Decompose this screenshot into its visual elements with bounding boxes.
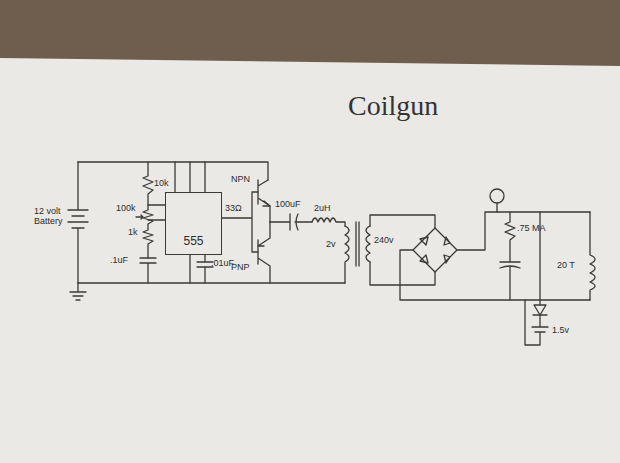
diode-symbol <box>420 237 450 263</box>
wire <box>222 192 258 252</box>
transformer-core <box>356 222 359 266</box>
ground-wire <box>78 282 345 283</box>
paper-sheet <box>0 58 620 463</box>
transformer-primary <box>345 226 349 283</box>
wire <box>175 162 205 192</box>
transistor-arrow <box>258 245 264 246</box>
resistor-symbol <box>143 205 153 258</box>
ground-symbol <box>70 283 86 300</box>
component-label: 2uH <box>314 204 331 214</box>
component-label: 100uF <box>275 200 301 210</box>
component-label: 33Ω <box>225 204 242 214</box>
component-label: 10k <box>154 179 169 189</box>
component-label: 1k <box>128 228 138 238</box>
wire <box>496 203 497 212</box>
battery-symbol <box>68 162 88 283</box>
page-title: Coilgun <box>348 90 438 122</box>
component-label: 2v <box>326 240 336 250</box>
capacitor-symbol <box>197 255 213 283</box>
component-label: PNP <box>231 263 250 273</box>
wire <box>189 255 190 283</box>
transistor-symbol <box>258 222 270 283</box>
capacitor-symbol <box>270 214 312 230</box>
wire <box>148 219 165 220</box>
component-label: .75 MA <box>517 224 546 234</box>
component-label: 1.5v <box>552 326 569 336</box>
component-label: 100k <box>116 204 136 214</box>
ic-chip-box: 555 <box>165 192 222 255</box>
indicator-symbol <box>490 189 504 203</box>
coil-symbol <box>590 212 595 300</box>
component-label: 20 T <box>557 261 575 271</box>
capacitor-symbol <box>140 258 156 283</box>
transistor-arrow <box>263 201 270 206</box>
component-label: 12 volt Battery <box>34 207 68 227</box>
component-label: .01uF <box>211 259 234 269</box>
component-label: 240v <box>374 236 394 246</box>
component-label: .1uF <box>110 256 128 266</box>
inductor-symbol <box>312 218 345 226</box>
transformer-secondary <box>366 226 370 262</box>
component-label: NPN <box>231 175 250 185</box>
transistor-symbol <box>258 180 270 222</box>
potentiometer-wiper <box>136 215 143 219</box>
bridge-rectifier <box>413 228 457 272</box>
chip-label: 555 <box>179 234 207 254</box>
wire <box>400 212 590 300</box>
